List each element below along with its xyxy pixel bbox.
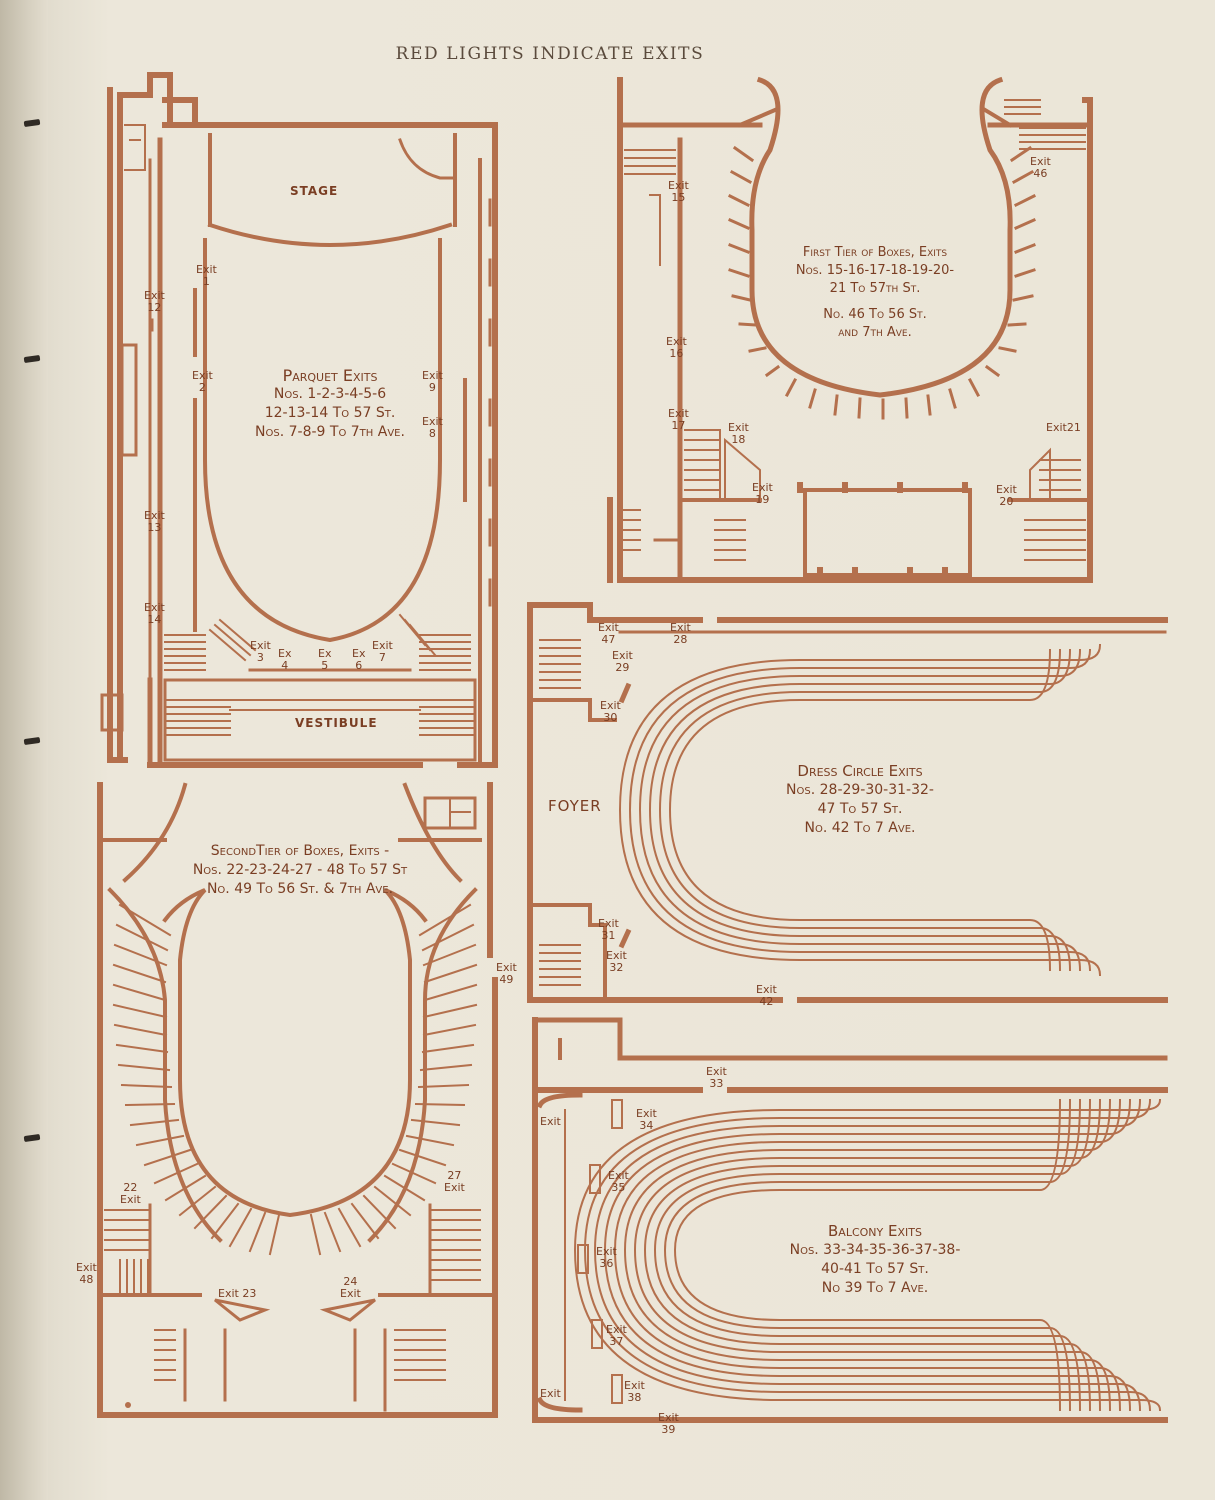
dress-circle-caption-line: 47 To 57 St. <box>817 801 903 817</box>
balcony-caption-line: Nos. 33-34-35-36-37-38- <box>789 1242 961 1258</box>
dress-circle-caption-line: Nos. 28-29-30-31-32- <box>786 782 934 798</box>
second-tier-plan <box>97 782 498 1418</box>
parquet-plan <box>100 72 498 768</box>
parquet-caption-title: Parquet Exits <box>282 366 378 385</box>
parquet-caption-line: Nos. 7-8-9 To 7th Ave. <box>255 424 405 440</box>
binding-spine <box>0 0 48 1500</box>
balcony-plan <box>532 1017 1168 1423</box>
balcony-caption-line: 40-41 To 57 St. <box>821 1261 929 1277</box>
stage-label: STAGE <box>290 184 339 198</box>
second-tier-caption-line: Nos. 22-23-24-27 - 48 To 57 St <box>192 862 408 878</box>
first-tier-caption-title: First Tier of Boxes, Exits <box>802 245 948 260</box>
parquet-caption-line: Nos. 1-2-3-4-5-6 <box>273 386 387 402</box>
dress-circle-caption: Dress Circle Exits Nos. 28-29-30-31-32- … <box>755 762 965 838</box>
marker-dot <box>125 1402 131 1408</box>
dress-circle-caption-line: No. 42 To 7 Ave. <box>804 820 916 836</box>
exit-label-41: Exit <box>540 1387 561 1400</box>
first-tier-caption: First Tier of Boxes, Exits Nos. 15-16-17… <box>780 244 970 342</box>
vestibule-label: VESTIBULE <box>295 716 378 730</box>
balcony-caption: Balcony Exits Nos. 33-34-35-36-37-38- 40… <box>765 1222 985 1298</box>
balcony-caption-title: Balcony Exits <box>828 1222 922 1240</box>
foyer-label: FOYER <box>548 797 602 815</box>
parquet-caption-line: 12-13-14 To 57 St. <box>264 405 396 421</box>
exit-label-21: Exit21 <box>1046 421 1081 434</box>
first-tier-plan <box>607 76 1093 583</box>
dress-circle-plan <box>527 602 1168 1003</box>
exit-label-23: Exit 23 <box>218 1287 257 1300</box>
first-tier-caption-line: and 7th Ave. <box>838 325 912 340</box>
second-tier-caption-line: No. 49 To 56 St. & 7th Ave. <box>206 881 394 897</box>
second-tier-caption: SecondTier of Boxes, Exits - Nos. 22-23-… <box>160 842 440 899</box>
parquet-caption: Parquet Exits Nos. 1-2-3-4-5-6 12-13-14 … <box>230 366 430 442</box>
first-tier-caption-line: No. 46 To 56 St. <box>823 307 927 322</box>
first-tier-caption-line: 21 To 57th St. <box>829 281 921 296</box>
page-header: RED LIGHTS INDICATE EXITS <box>395 44 705 64</box>
first-tier-caption-line: Nos. 15-16-17-18-19-20- <box>795 263 955 278</box>
second-tier-caption-title: SecondTier of Boxes, Exits - <box>210 843 390 859</box>
balcony-caption-line: No 39 To 7 Ave. <box>821 1280 929 1296</box>
exit-label-40: Exit <box>540 1115 561 1128</box>
dress-circle-caption-title: Dress Circle Exits <box>797 762 923 780</box>
